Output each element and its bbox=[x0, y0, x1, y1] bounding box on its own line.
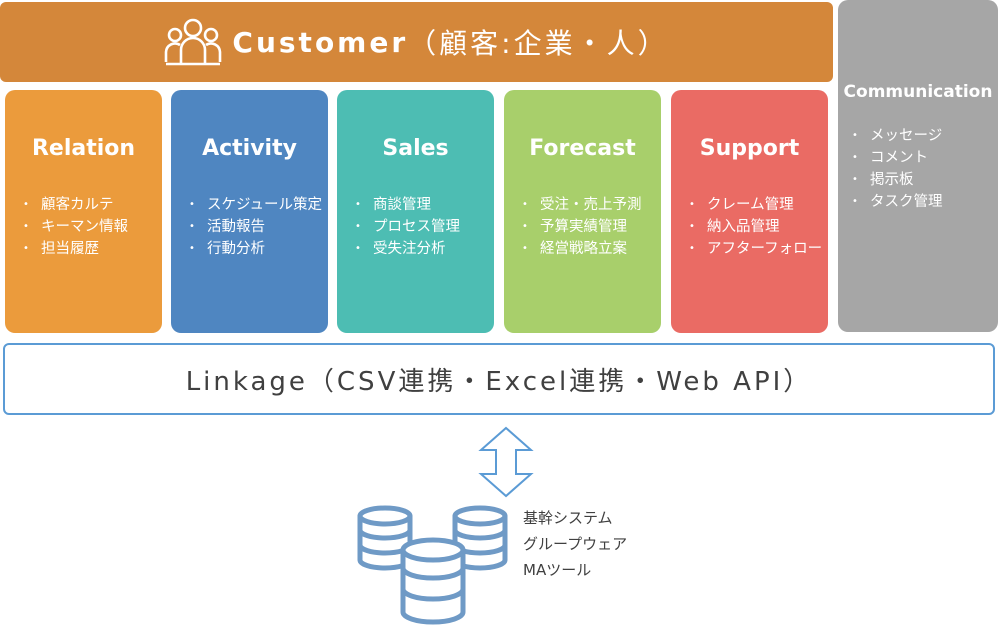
card-title: Communication bbox=[843, 82, 993, 102]
list-item: •掲示板 bbox=[852, 172, 914, 188]
list-item: •スケジュール策定 bbox=[189, 197, 322, 213]
card-title: Forecast bbox=[529, 136, 636, 161]
linkage-bar: Linkage（CSV連携・Excel連携・Web API） bbox=[3, 343, 995, 415]
list-item: •タスク管理 bbox=[852, 194, 943, 210]
card-forecast: Forecast •受注・売上予測 •予算実績管理 •経営戦略立案 bbox=[504, 90, 661, 333]
list-item: •行動分析 bbox=[189, 241, 265, 257]
customer-subtitle: （顧客:企業・人） bbox=[408, 27, 669, 60]
list-item: •クレーム管理 bbox=[689, 197, 794, 213]
linkage-label: Linkage（CSV連携・Excel連携・Web API） bbox=[185, 366, 813, 397]
database-stack-icon bbox=[357, 505, 508, 625]
list-item: •納入品管理 bbox=[689, 219, 780, 235]
card-list: •顧客カルテ •キーマン情報 •担当履歴 bbox=[23, 194, 128, 260]
list-item: 基幹システム bbox=[523, 509, 613, 527]
customer-banner: Customer （顧客:企業・人） bbox=[0, 2, 833, 82]
card-list: •クレーム管理 •納入品管理 •アフターフォロー bbox=[689, 194, 822, 260]
list-item: •商談管理 bbox=[355, 197, 431, 213]
list-item: •受注・売上予測 bbox=[522, 197, 642, 213]
list-item: •担当履歴 bbox=[23, 241, 99, 257]
list-item: •コメント bbox=[852, 150, 928, 166]
card-sales: Sales •商談管理 •プロセス管理 •受失注分析 bbox=[337, 90, 494, 333]
card-list: •商談管理 •プロセス管理 •受失注分析 bbox=[355, 194, 460, 260]
list-item: MAツール bbox=[523, 561, 592, 579]
card-list: •受注・売上予測 •予算実績管理 •経営戦略立案 bbox=[522, 194, 642, 260]
double-arrow-vertical-icon bbox=[478, 426, 534, 498]
list-item: •受失注分析 bbox=[355, 241, 446, 257]
card-title: Sales bbox=[382, 136, 449, 161]
card-relation: Relation •顧客カルテ •キーマン情報 •担当履歴 bbox=[5, 90, 162, 333]
list-item: •予算実績管理 bbox=[522, 219, 627, 235]
list-item: •活動報告 bbox=[189, 219, 265, 235]
people-group-icon bbox=[165, 18, 222, 66]
card-activity: Activity •スケジュール策定 •活動報告 •行動分析 bbox=[171, 90, 328, 333]
list-item: •アフターフォロー bbox=[689, 241, 823, 257]
list-item: •顧客カルテ bbox=[23, 197, 114, 213]
customer-title: Customer bbox=[232, 25, 409, 59]
card-list: •メッセージ •コメント •掲示板 •タスク管理 bbox=[852, 125, 943, 213]
list-item: •プロセス管理 bbox=[355, 219, 460, 235]
card-title: Relation bbox=[31, 136, 136, 161]
list-item: グループウェア bbox=[523, 535, 628, 553]
card-title: Activity bbox=[202, 136, 297, 161]
list-item: •経営戦略立案 bbox=[522, 241, 627, 257]
card-list: •スケジュール策定 •活動報告 •行動分析 bbox=[189, 194, 322, 260]
card-support: Support •クレーム管理 •納入品管理 •アフターフォロー bbox=[671, 90, 828, 333]
card-communication: Communication •メッセージ •コメント •掲示板 •タスク管理 bbox=[838, 0, 998, 332]
card-title: Support bbox=[699, 136, 800, 161]
systems-list: 基幹システム グループウェア MAツール bbox=[523, 505, 627, 583]
list-item: •キーマン情報 bbox=[23, 219, 128, 235]
list-item: •メッセージ bbox=[852, 128, 943, 144]
